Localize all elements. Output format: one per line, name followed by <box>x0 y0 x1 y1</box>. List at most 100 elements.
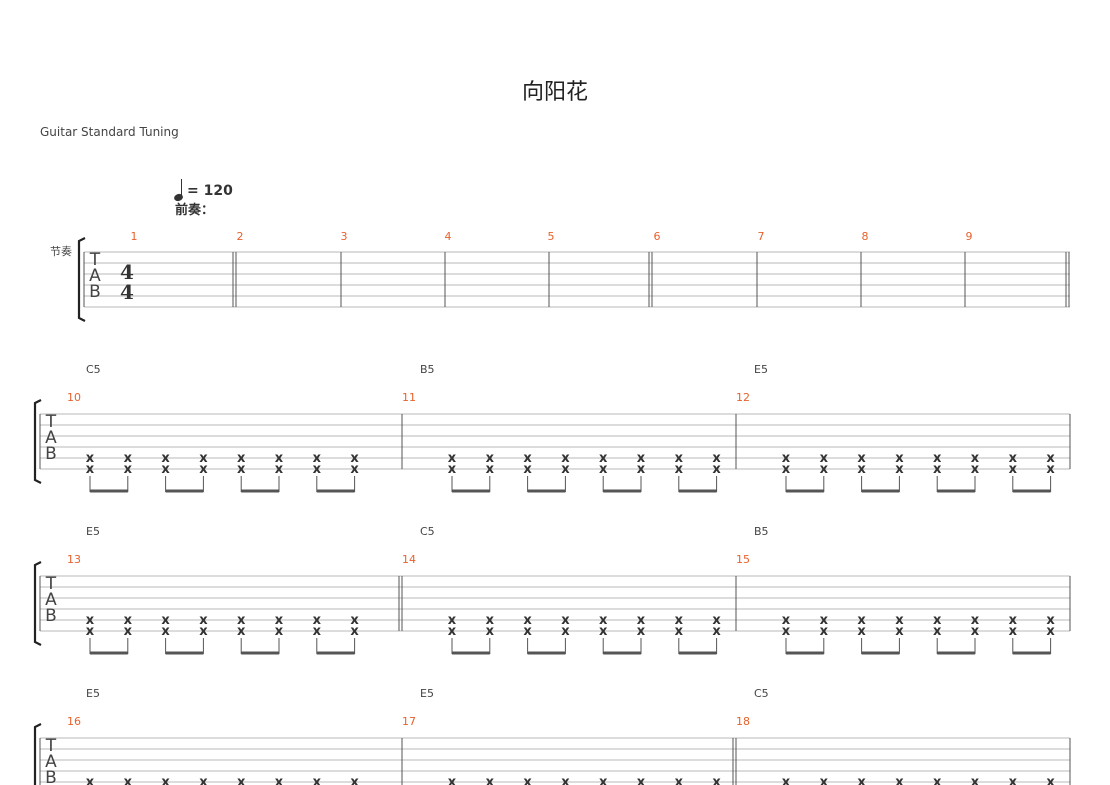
dead-note: x <box>637 775 646 785</box>
dead-note: x <box>237 775 246 785</box>
dead-note: x <box>275 624 284 639</box>
dead-note: x <box>857 462 866 477</box>
dead-note: x <box>857 624 866 639</box>
dead-note: x <box>782 624 791 639</box>
dead-note: x <box>523 775 532 785</box>
measure-number: 2 <box>237 230 244 243</box>
dead-note: x <box>599 613 608 628</box>
dead-note: x <box>561 775 570 785</box>
dead-note: x <box>161 451 170 466</box>
dead-note: x <box>782 451 791 466</box>
dead-note: x <box>782 462 791 477</box>
measure-number: 14 <box>402 553 416 566</box>
dead-note: x <box>712 613 721 628</box>
dead-note: x <box>637 624 646 639</box>
chord-name: B5 <box>420 363 435 376</box>
tab-clef-letter: B <box>45 444 57 464</box>
dead-note: x <box>448 462 457 477</box>
dead-note: x <box>933 462 942 477</box>
quarter-note-icon <box>173 179 184 203</box>
dead-note: x <box>599 624 608 639</box>
tab-clef-letter: A <box>89 266 101 286</box>
dead-note: x <box>486 775 495 785</box>
dead-note: x <box>124 613 133 628</box>
system-bracket <box>33 561 42 646</box>
dead-note: x <box>313 624 322 639</box>
dead-note: x <box>1046 624 1055 639</box>
dead-note: x <box>971 451 980 466</box>
dead-note: x <box>86 624 95 639</box>
chord-name: C5 <box>86 363 101 376</box>
dead-note: x <box>1009 613 1018 628</box>
dead-note: x <box>933 451 942 466</box>
dead-note: x <box>275 613 284 628</box>
dead-note: x <box>124 462 133 477</box>
dead-note: x <box>637 613 646 628</box>
dead-note: x <box>1046 462 1055 477</box>
dead-note: x <box>712 451 721 466</box>
dead-note: x <box>448 775 457 785</box>
dead-note: x <box>199 775 208 785</box>
dead-note: x <box>161 613 170 628</box>
measure-number: 18 <box>736 715 750 728</box>
dead-note: x <box>350 775 359 785</box>
dead-note: x <box>86 462 95 477</box>
dead-note: x <box>971 613 980 628</box>
measure-number: 10 <box>67 391 81 404</box>
dead-note: x <box>448 451 457 466</box>
measure-number: 9 <box>966 230 973 243</box>
section-label: 前奏： <box>175 203 215 218</box>
dead-note: x <box>857 775 866 785</box>
system-bracket <box>33 399 42 484</box>
dead-note: x <box>1009 462 1018 477</box>
dead-note: x <box>933 775 942 785</box>
dead-note: x <box>782 613 791 628</box>
dead-note: x <box>86 775 95 785</box>
measure-number: 16 <box>67 715 81 728</box>
system-bracket <box>33 723 42 785</box>
tempo-equals: = <box>187 183 199 199</box>
dead-note: x <box>350 624 359 639</box>
dead-note: x <box>675 624 684 639</box>
chord-name: B5 <box>754 525 769 538</box>
dead-note: x <box>675 451 684 466</box>
dead-note: x <box>486 462 495 477</box>
tab-clef-letter: T <box>45 736 57 756</box>
dead-note: x <box>124 451 133 466</box>
dead-note: x <box>857 451 866 466</box>
dead-note: x <box>971 624 980 639</box>
dead-note: x <box>712 775 721 785</box>
dead-note: x <box>1009 624 1018 639</box>
dead-note: x <box>199 624 208 639</box>
dead-note: x <box>712 624 721 639</box>
page-title: 向阳花 <box>521 80 588 105</box>
tab-clef-letter: T <box>89 250 101 270</box>
dead-note: x <box>313 462 322 477</box>
dead-note: x <box>675 462 684 477</box>
track-name: 节奏 <box>50 245 72 258</box>
dead-note: x <box>523 462 532 477</box>
dead-note: x <box>820 451 829 466</box>
dead-note: x <box>1046 775 1055 785</box>
tab-clef-letter: B <box>45 768 57 785</box>
dead-note: x <box>199 451 208 466</box>
dead-note: x <box>675 775 684 785</box>
dead-note: x <box>933 613 942 628</box>
dead-note: x <box>161 624 170 639</box>
dead-note: x <box>782 775 791 785</box>
dead-note: x <box>313 775 322 785</box>
measure-number: 8 <box>862 230 869 243</box>
dead-note: x <box>561 624 570 639</box>
dead-note: x <box>523 451 532 466</box>
dead-note: x <box>313 613 322 628</box>
dead-note: x <box>448 613 457 628</box>
dead-note: x <box>523 613 532 628</box>
tab-clef-letter: A <box>45 590 57 610</box>
dead-note: x <box>971 775 980 785</box>
tab-clef-letter: T <box>45 574 57 594</box>
measure-number: 11 <box>402 391 416 404</box>
dead-note: x <box>161 775 170 785</box>
dead-note: x <box>275 775 284 785</box>
tab-clef-letter: B <box>45 606 57 626</box>
